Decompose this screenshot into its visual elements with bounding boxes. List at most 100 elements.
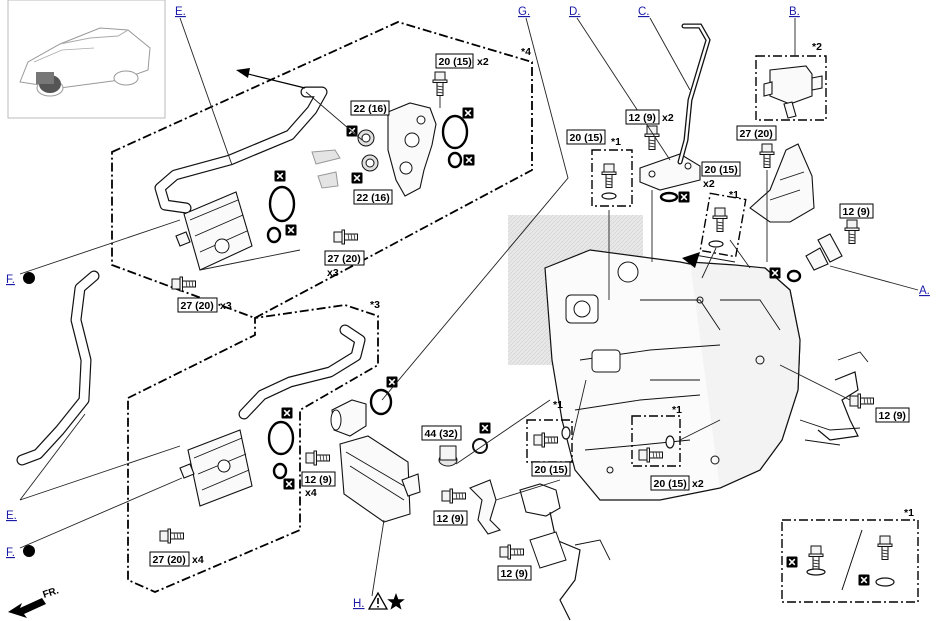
quantity-label: x4 — [192, 554, 204, 566]
bracket-lower — [469, 479, 502, 535]
quantity-label: x3 — [327, 267, 339, 279]
legend-divider — [841, 529, 863, 591]
note-marker: *1 — [553, 399, 563, 411]
bolt-bracket-d — [644, 125, 660, 150]
note-marker: *4 — [521, 46, 531, 58]
outlet-pipe — [330, 399, 367, 437]
flow-arrow-head — [236, 68, 250, 78]
svg-text:27 (20): 27 (20) — [740, 128, 773, 140]
plug-with-gasket-b — [361, 154, 379, 172]
callout-b[interactable]: B. — [789, 6, 800, 18]
svg-text:20 (15): 20 (15) — [570, 132, 603, 144]
quantity-label: x2 — [703, 178, 715, 190]
torque-label: 27 (20) — [177, 297, 218, 313]
wiring-harness-lower — [519, 483, 611, 621]
bolt-top-housing — [432, 71, 448, 96]
callout-f-top[interactable]: F. — [6, 274, 15, 286]
svg-text:FR.: FR. — [42, 585, 61, 601]
oil-cooler-upper — [175, 191, 253, 271]
bolt-with-washer-a — [533, 432, 558, 448]
svg-text:12 (9): 12 (9) — [879, 410, 906, 422]
leader-lines — [19, 17, 919, 597]
svg-text:44 (32): 44 (32) — [425, 428, 458, 440]
callout-c[interactable]: C. — [638, 6, 650, 18]
non-reusable-part-icon — [857, 573, 871, 587]
torque-label: 20 (15) — [701, 161, 741, 177]
quantity-label: x2 — [692, 478, 704, 490]
non-reusable-part-icon — [282, 477, 296, 491]
o-ring-dipstick — [659, 191, 679, 203]
non-reusable-part-icon — [273, 169, 287, 183]
callout-f-bottom[interactable]: F. — [6, 547, 15, 559]
note-marker: *1 — [729, 189, 739, 201]
note-marker: *1 — [904, 507, 914, 519]
bolt-bracket-lower — [441, 488, 466, 504]
flow-direction-arrow — [239, 71, 306, 89]
bolt-right-bracket — [849, 393, 874, 409]
bolt-solenoid — [759, 143, 775, 168]
control-module-h — [339, 435, 421, 523]
torque-label: 12 (9) — [497, 565, 532, 581]
svg-text:22 (16): 22 (16) — [354, 103, 387, 115]
solenoid-valve-b — [763, 65, 823, 119]
svg-text:12 (9): 12 (9) — [843, 206, 870, 218]
legend-bolt-plain — [877, 535, 893, 560]
svg-text:22 (16): 22 (16) — [357, 192, 390, 204]
quantity-label: x2 — [662, 112, 674, 124]
torque-label: 12 (9) — [301, 471, 336, 487]
svg-text:20 (15): 20 (15) — [654, 478, 687, 490]
note-marker: *1 — [611, 136, 621, 148]
non-reusable-part-icon — [768, 266, 782, 280]
torque-label: 20 (15) — [435, 53, 474, 69]
svg-text:20 (15): 20 (15) — [535, 464, 568, 476]
thermostat-housing-upper — [387, 102, 437, 197]
o-ring-housing — [441, 114, 469, 150]
note-marker: *2 — [812, 41, 822, 53]
o-ring-small-lower — [272, 462, 288, 480]
o-ring-large-lower — [267, 420, 295, 456]
lower-coolant-hose — [238, 324, 366, 420]
svg-text:12 (9): 12 (9) — [437, 513, 464, 525]
bolt-top-washer — [601, 163, 617, 188]
bolt-lower-cooler — [159, 528, 184, 544]
non-reusable-part-icon — [478, 421, 492, 435]
callout-h[interactable]: H. — [353, 598, 365, 610]
speed-sensor-a — [805, 233, 843, 271]
detail-box-solenoid — [755, 55, 827, 121]
note-marker: *1 — [672, 404, 682, 416]
non-reusable-part-icon — [280, 406, 294, 420]
front-direction-indicator: FR. — [8, 585, 60, 618]
svg-text:27 (20): 27 (20) — [153, 554, 186, 566]
quantity-label: x4 — [305, 487, 317, 499]
svg-text:20 (15): 20 (15) — [439, 56, 472, 68]
callout-a[interactable]: A. — [919, 285, 930, 297]
torque-label: 22 (16) — [350, 100, 390, 116]
o-ring-housing-small — [447, 151, 463, 169]
torque-label: 12 (9) — [875, 407, 910, 423]
quantity-label: x3 — [220, 300, 232, 312]
bolt-harness — [499, 544, 524, 560]
legend-bolt-with-washer — [808, 545, 824, 570]
filled-circle-icon — [23, 545, 35, 557]
svg-text:27 (20): 27 (20) — [181, 300, 214, 312]
plug-with-gasket-a — [357, 129, 375, 147]
callout-d[interactable]: D. — [569, 6, 581, 18]
detail-box-top-bolt — [591, 149, 633, 207]
bolt-side-washer — [712, 207, 728, 232]
vehicle-locator-thumbnail — [7, 0, 166, 119]
callout-g[interactable]: G. — [518, 6, 530, 18]
mounting-bracket-right — [749, 143, 815, 223]
legend-washer-types — [781, 519, 919, 603]
bolt-cooler-mount — [333, 229, 358, 245]
svg-text:12 (9): 12 (9) — [629, 112, 656, 124]
torque-label: 27 (20) — [149, 551, 190, 567]
callout-e-bottom[interactable]: E. — [6, 510, 17, 522]
non-reusable-part-icon — [284, 223, 298, 237]
torque-label: 12 (9) — [433, 510, 468, 526]
caution-triangle-icon — [367, 591, 389, 610]
svg-text:12 (9): 12 (9) — [305, 474, 332, 486]
o-ring-large-upper — [268, 185, 296, 223]
drain-plug-gasket — [472, 438, 488, 454]
callout-e-top[interactable]: E. — [175, 6, 186, 18]
